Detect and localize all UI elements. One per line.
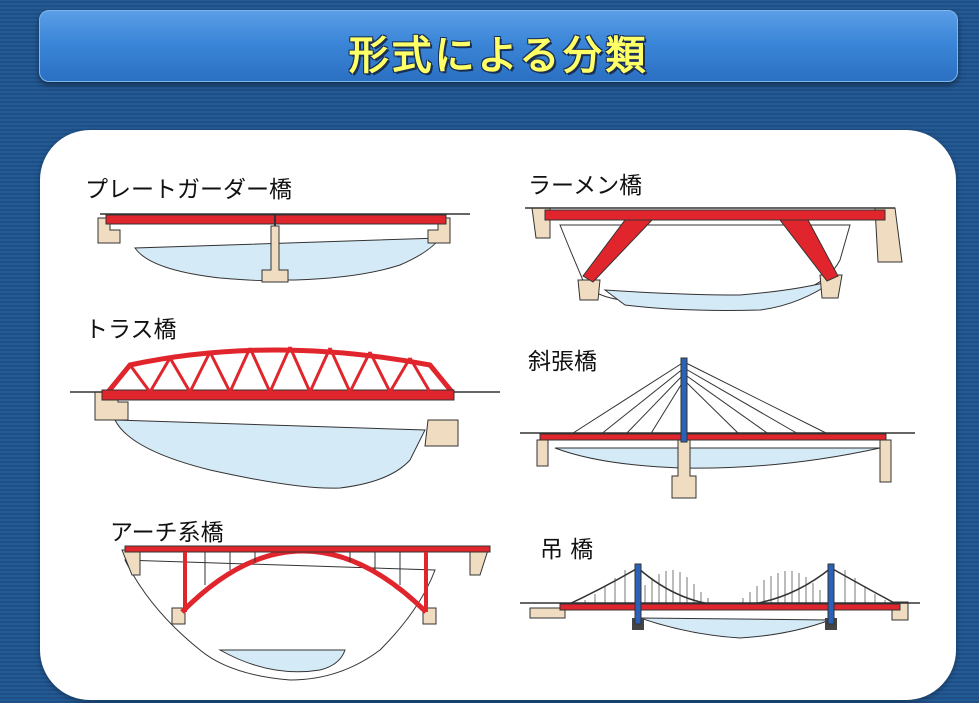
title-bar: 形式による分類	[39, 10, 958, 82]
rigid-frame-bridge	[525, 207, 903, 311]
page-title: 形式による分類	[348, 33, 649, 79]
arch-bridge	[121, 545, 491, 681]
label-rigid-frame: ラーメン橋	[528, 173, 643, 199]
truss-bridge	[70, 346, 500, 489]
cable-stayed-bridge	[520, 357, 915, 499]
label-cable-stayed: 斜張橋	[528, 349, 597, 375]
plate-girder-bridge	[97, 213, 470, 283]
label-plate-girder: プレートガーダー橋	[85, 177, 292, 203]
label-truss: トラス橋	[85, 317, 177, 343]
suspension-bridge	[520, 563, 920, 639]
label-arch: アーチ系橋	[110, 520, 224, 546]
label-suspension: 吊 橋	[540, 537, 594, 563]
diagram-panel: プレートガーダー橋 トラス橋 アーチ系橋 ラーメン橋 斜張橋 吊 橋	[40, 130, 956, 700]
